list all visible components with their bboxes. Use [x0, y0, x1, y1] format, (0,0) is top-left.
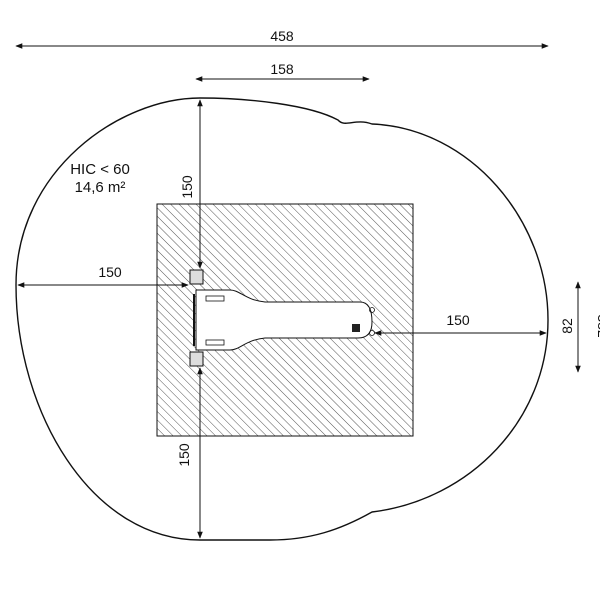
equipment-body [189, 269, 375, 367]
area-label: 14,6 m² [75, 179, 126, 196]
equipment-width-label: 158 [270, 61, 294, 77]
height-equipment-label: 82 [559, 318, 575, 334]
clearance-top-label: 150 [179, 175, 195, 199]
clearance-left-label: 150 [98, 264, 122, 280]
overall-width-label: 458 [270, 28, 294, 44]
hic-label: HIC < 60 [70, 161, 130, 178]
clearance-right-label: 150 [446, 312, 470, 328]
clearance-bottom-label: 150 [176, 443, 192, 467]
height-total-label: 382 [595, 314, 600, 338]
